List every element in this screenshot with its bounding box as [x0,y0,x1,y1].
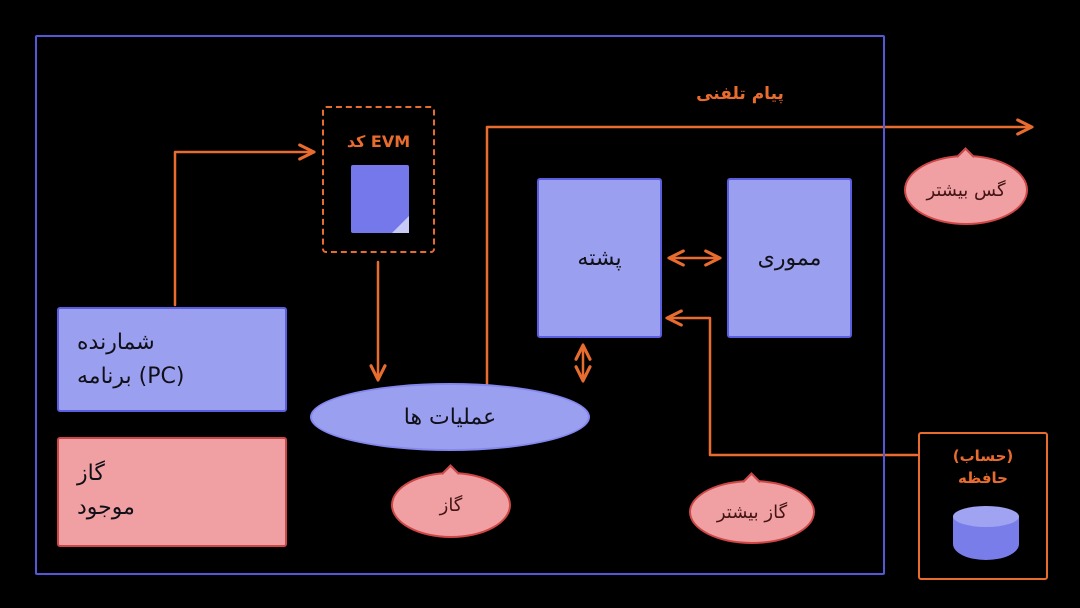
storage-label-line-1: (حساب) [952,447,1014,465]
evm-code-box: کد EVM [322,106,435,253]
arrow-pc-to-evm-code [173,152,312,307]
available-gas-box: گاز موجود [57,437,287,547]
storage-label-line-2: حافظه [958,469,1008,487]
memory-label: مموری [757,245,822,271]
more-gas-bubble: گاز بیشتر [689,472,815,544]
arrow-storage-to-stack [669,318,919,457]
document-icon [351,165,409,233]
evm-code-label: کد EVM [346,132,411,151]
operations-label: عملیات ها [403,404,497,430]
storage-box: (حساب) حافظه [918,432,1048,580]
available-gas-label-line-1: گاز [77,461,105,486]
top-gas-bubble-label: گس بیشتر [926,179,1006,201]
stack-label: پشته [577,245,622,271]
gas-bubble-label: گاز [439,494,463,516]
database-cylinder-icon [953,506,1019,560]
program-counter-box: شمارنده برنامه (PC) [57,307,287,412]
storage-label: (حساب) حافظه [920,445,1046,489]
cylinder-top [953,506,1019,527]
operations-ellipse: عملیات ها [310,383,590,451]
program-counter-label-line-2: برنامه (PC) [77,364,185,389]
arrow-operations-to-log-output [485,127,1030,386]
folded-corner-icon [392,216,409,233]
available-gas-label-line-2: موجود [77,495,135,520]
main-frame [35,35,885,575]
stack-box: پشته [537,178,662,338]
more-gas-bubble-label: گاز بیشتر [716,501,788,523]
log-message-label: پیام تلفنی [696,84,784,104]
memory-box: مموری [727,178,852,338]
top-gas-bubble: گس بیشتر [904,147,1028,225]
program-counter-label-line-1: شمارنده [77,330,155,355]
gas-bubble: گاز [391,464,511,538]
